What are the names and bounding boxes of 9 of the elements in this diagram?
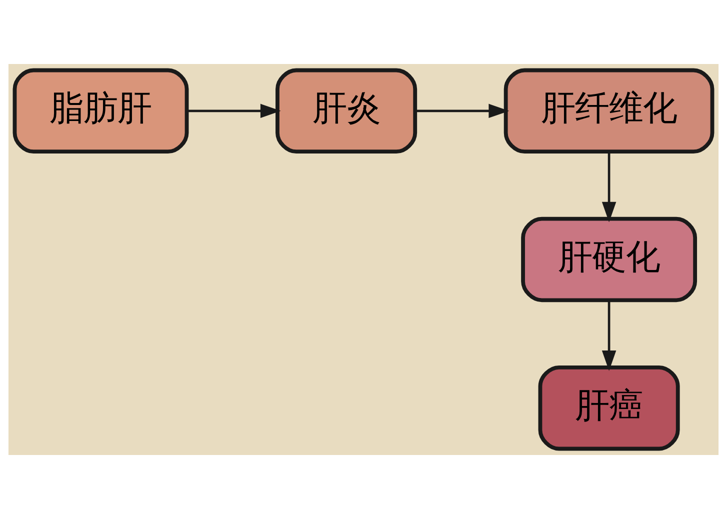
- node-box: 肝炎: [276, 68, 418, 154]
- arrow: [187, 104, 281, 118]
- arrow: [602, 300, 616, 371]
- node-box: 肝癌: [538, 365, 680, 451]
- arrow: [416, 104, 510, 118]
- node-box: 肝纤维化: [504, 68, 714, 154]
- node-box: 肝硬化: [521, 216, 698, 302]
- node-box: 脂肪肝: [12, 68, 189, 154]
- arrow: [602, 152, 616, 222]
